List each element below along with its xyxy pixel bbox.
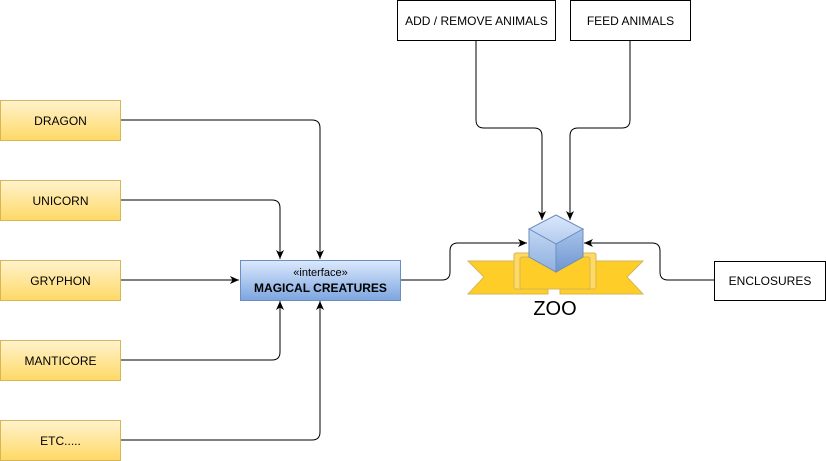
edge-feed <box>566 40 631 220</box>
zoo-cube-icon <box>527 214 585 273</box>
magical-creatures-interface[interactable]: «interface» MAGICAL CREATURES <box>240 260 401 301</box>
zoo-label: ZOO <box>533 298 577 320</box>
animal-etc[interactable]: ETC..... <box>0 420 121 461</box>
edge-manticore <box>120 301 284 361</box>
animal-manticore[interactable]: MANTICORE <box>0 340 121 381</box>
animal-dragon[interactable]: DRAGON <box>0 100 121 141</box>
interface-name: MAGICAL CREATURES <box>254 280 387 295</box>
edge-add-remove <box>475 40 546 220</box>
add-remove-animals-box[interactable]: ADD / REMOVE ANIMALS <box>397 0 556 41</box>
animal-unicorn[interactable]: UNICORN <box>0 180 121 221</box>
interface-stereotype: «interface» <box>293 266 348 279</box>
animal-gryphon[interactable]: GRYPHON <box>0 260 121 301</box>
edge-unicorn <box>120 199 284 259</box>
edge-interface-zoo <box>400 239 527 281</box>
edge-etc <box>120 301 324 441</box>
edge-enclosures <box>584 239 714 281</box>
edge-dragon <box>120 119 324 259</box>
feed-animals-box[interactable]: FEED ANIMALS <box>570 0 691 41</box>
enclosures-box[interactable]: ENCLOSURES <box>714 261 826 301</box>
